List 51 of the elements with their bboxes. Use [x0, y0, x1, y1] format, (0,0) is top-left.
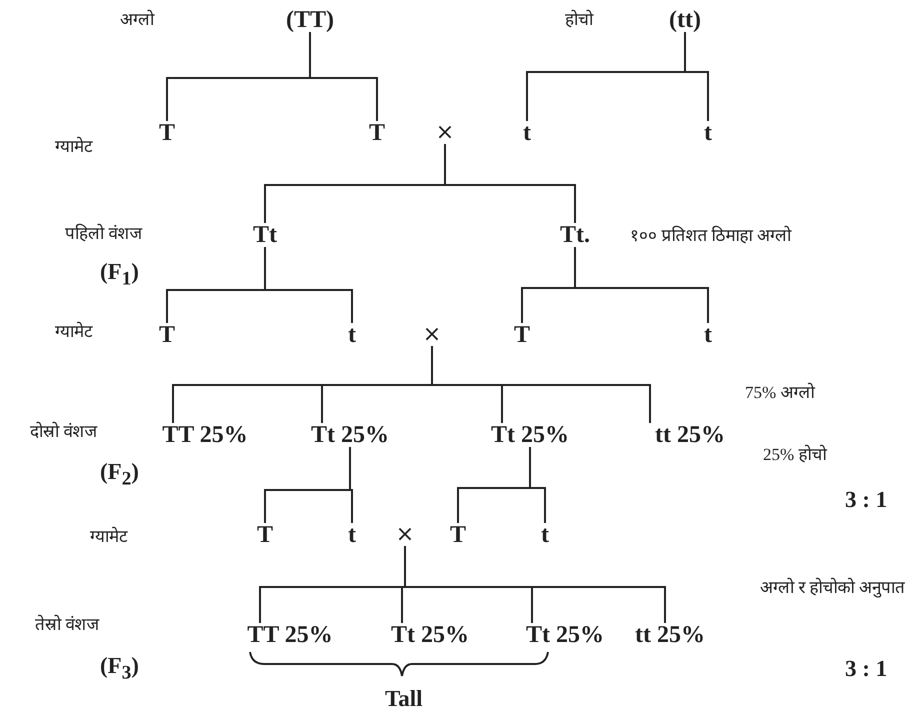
genotype-label: tt 25%: [655, 423, 725, 447]
genotype-label: T: [257, 523, 273, 547]
cross-symbol: ×: [436, 122, 454, 144]
branch-line: [264, 247, 353, 323]
ratio-label: (F$_{1}$): [100, 258, 139, 291]
ratio-label: Tall: [385, 685, 423, 713]
ratio-label: 3 : 1: [845, 655, 888, 683]
genotype-label: T: [159, 323, 175, 347]
cross-symbol: ×: [422, 324, 442, 346]
phenotype-note: १०० प्रतिशत ठिमाहा अग्लो: [630, 226, 793, 246]
genotype-label: T: [159, 121, 175, 145]
row-label: दोस्रो वंशज: [30, 422, 98, 442]
genotype-label: Tt 25%: [526, 623, 604, 647]
genotype-label: Tt 25%: [491, 423, 569, 447]
genotype-label: Tt 25%: [311, 423, 389, 447]
row-label: ग्यामेट: [55, 322, 93, 342]
row-label: पहिलो वंशज: [65, 224, 142, 244]
genotype-label: t: [541, 523, 549, 547]
genotype-label: TT 25%: [162, 423, 248, 447]
cross-symbol: ×: [396, 524, 414, 546]
genotype-label: (tt): [669, 8, 701, 32]
genotype-label: T: [514, 323, 530, 347]
genotype-label: (TT): [286, 8, 334, 32]
branch-line: [309, 32, 378, 121]
row-label: अग्लो: [120, 10, 154, 30]
ratio-label: (F$_{3}$): [100, 652, 139, 685]
genotype-label: T: [369, 121, 385, 145]
ratio-label: 3 : 1: [845, 486, 888, 514]
row-label: होचो: [565, 10, 593, 30]
genotype-label: t: [704, 121, 712, 145]
genotype-label: Tt: [253, 223, 277, 247]
row-label: ग्यामेट: [55, 137, 93, 158]
genotype-label: T: [450, 523, 466, 547]
genotype-label: t: [523, 121, 531, 145]
row-label: 75% अग्लो: [745, 383, 816, 404]
genotype-label: tt 25%: [635, 623, 705, 647]
genotype-label: Tt.: [560, 223, 590, 247]
genotype-label: t: [348, 323, 356, 347]
branch-line: [404, 546, 666, 623]
branch-line: [431, 346, 651, 423]
genotype-label: t: [348, 523, 356, 547]
row-label: 25% होचो: [763, 445, 826, 466]
branch-line: [529, 447, 546, 523]
ratio-label: (F$_{2}$): [100, 458, 139, 491]
row-label: ग्यामेट: [90, 527, 128, 548]
genotype-label: t: [704, 323, 712, 347]
row-label: तेस्रो वंशज: [35, 615, 100, 636]
genotype-label: TT 25%: [247, 623, 333, 647]
row-label: अग्लो र होचोको अनुपात: [760, 578, 906, 598]
branch-line: [349, 447, 353, 523]
genotype-label: Tt 25%: [391, 623, 469, 647]
